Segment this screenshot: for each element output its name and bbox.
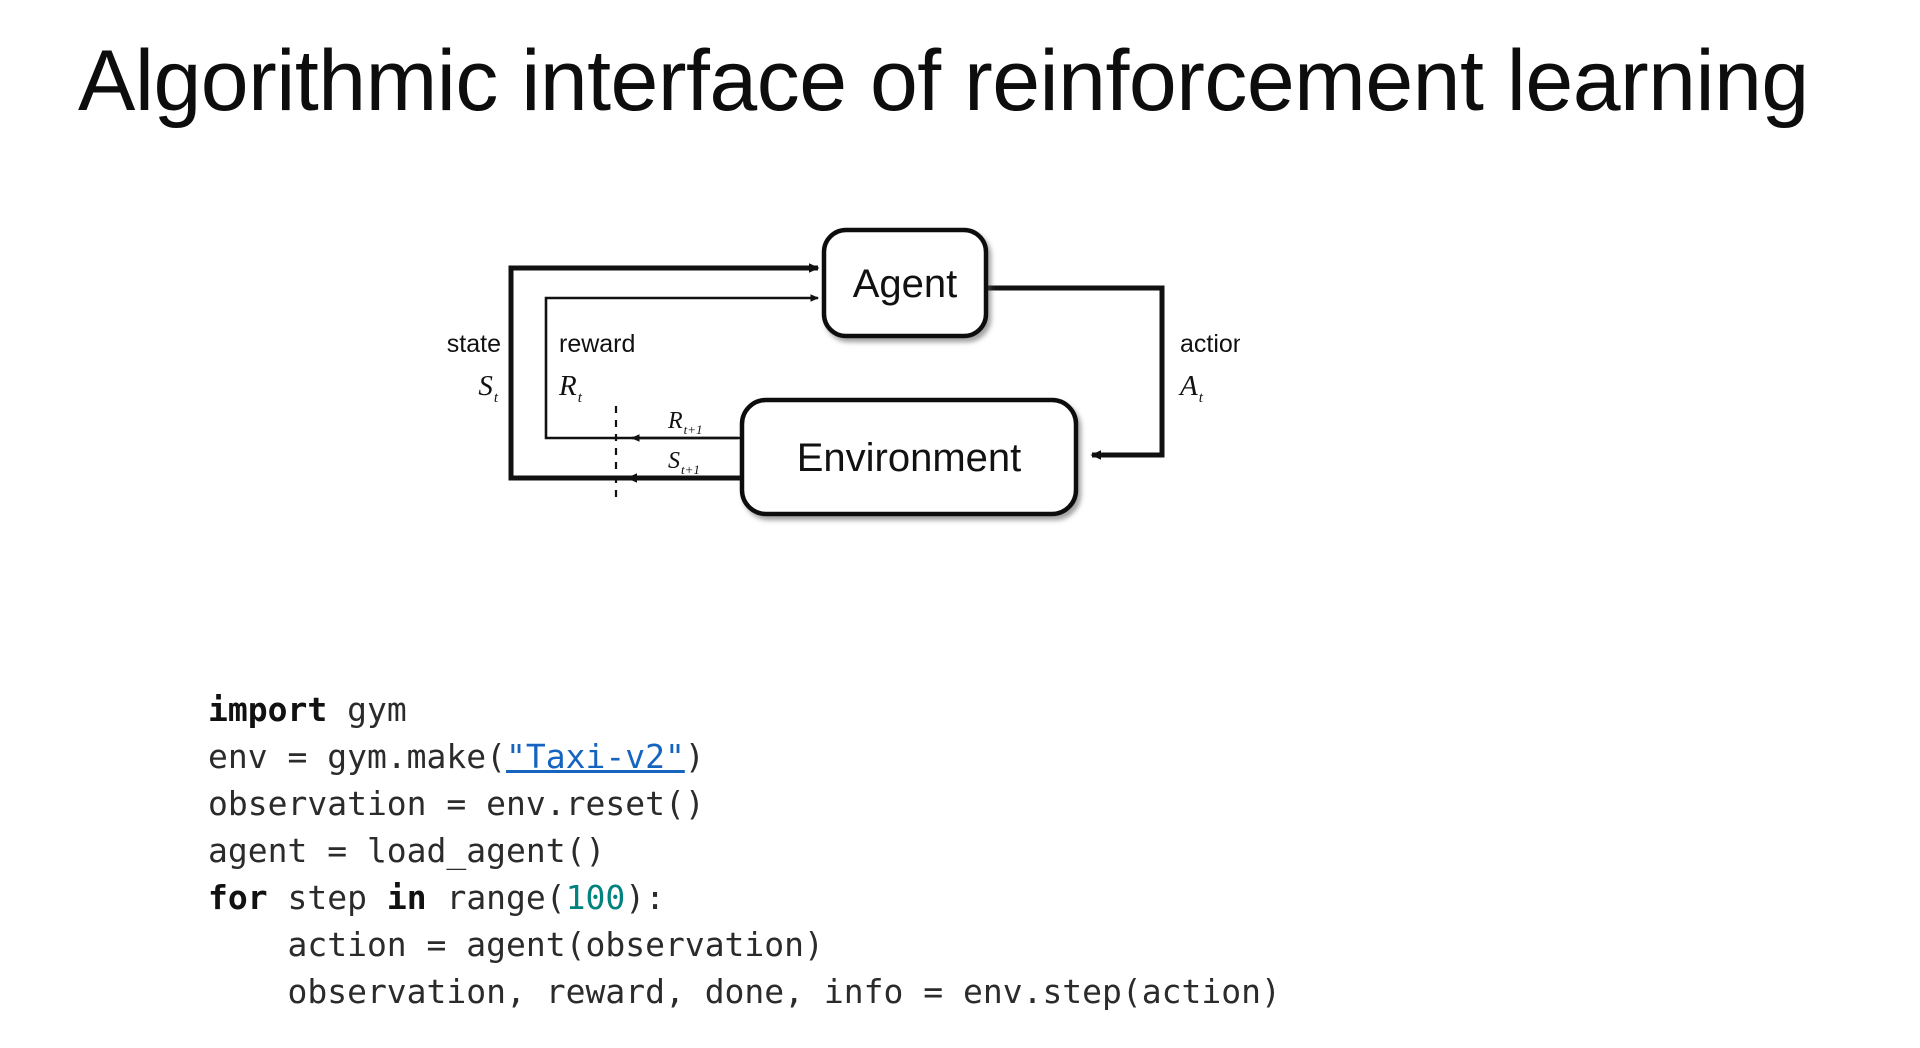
rl-loop-diagram-svg: Agent Environment state St reward Rt act…: [447, 227, 1240, 517]
code-line: observation, reward, done, info = env.st…: [208, 968, 1281, 1015]
code-line: action = agent(observation): [208, 921, 1281, 968]
agent-box-label: Agent: [853, 262, 958, 306]
code-line: import gym: [208, 686, 1281, 733]
agent-box: [821, 227, 989, 339]
code-line: for step in range(100):: [208, 874, 1281, 921]
code-text: step: [267, 878, 387, 917]
reward-label: reward: [559, 330, 635, 358]
code-keyword: in: [386, 878, 427, 917]
code-line: env = gym.make("Taxi-v2"): [208, 733, 1281, 780]
code-text: agent = load_agent(): [208, 831, 606, 870]
code-number-literal: 100: [565, 878, 626, 917]
next-state-label: St+1: [668, 448, 700, 477]
code-hyperlink-taxi-v2[interactable]: "Taxi-v2": [506, 737, 685, 776]
code-line: observation = env.reset(): [208, 780, 1281, 827]
code-text: observation = env.reset(): [208, 784, 705, 823]
environment-box: [739, 397, 1079, 517]
state-label: state: [447, 330, 501, 358]
next-reward-label: Rt+1: [667, 408, 703, 437]
code-text: range(: [426, 878, 566, 917]
code-text: ):: [625, 878, 666, 917]
code-text: ): [684, 737, 705, 776]
code-keyword: for: [208, 878, 268, 917]
code-text: env = gym.make(: [208, 737, 507, 776]
action-symbol: At: [1178, 370, 1204, 406]
rl-loop-diagram: Agent Environment state St reward Rt act…: [420, 210, 1240, 640]
environment-box-label: Environment: [797, 436, 1022, 480]
code-text: action = agent(observation): [208, 925, 824, 964]
page-title: Algorithmic interface of reinforcement l…: [78, 33, 1809, 129]
code-text: observation, reward, done, info = env.st…: [208, 972, 1281, 1011]
reward-symbol: Rt: [558, 370, 583, 406]
action-path: [986, 285, 1165, 460]
state-symbol: St: [478, 370, 499, 406]
code-line: agent = load_agent(): [208, 827, 1281, 874]
action-label: action: [1180, 330, 1240, 358]
code-text: gym: [327, 690, 407, 729]
code-keyword: import: [208, 690, 328, 729]
